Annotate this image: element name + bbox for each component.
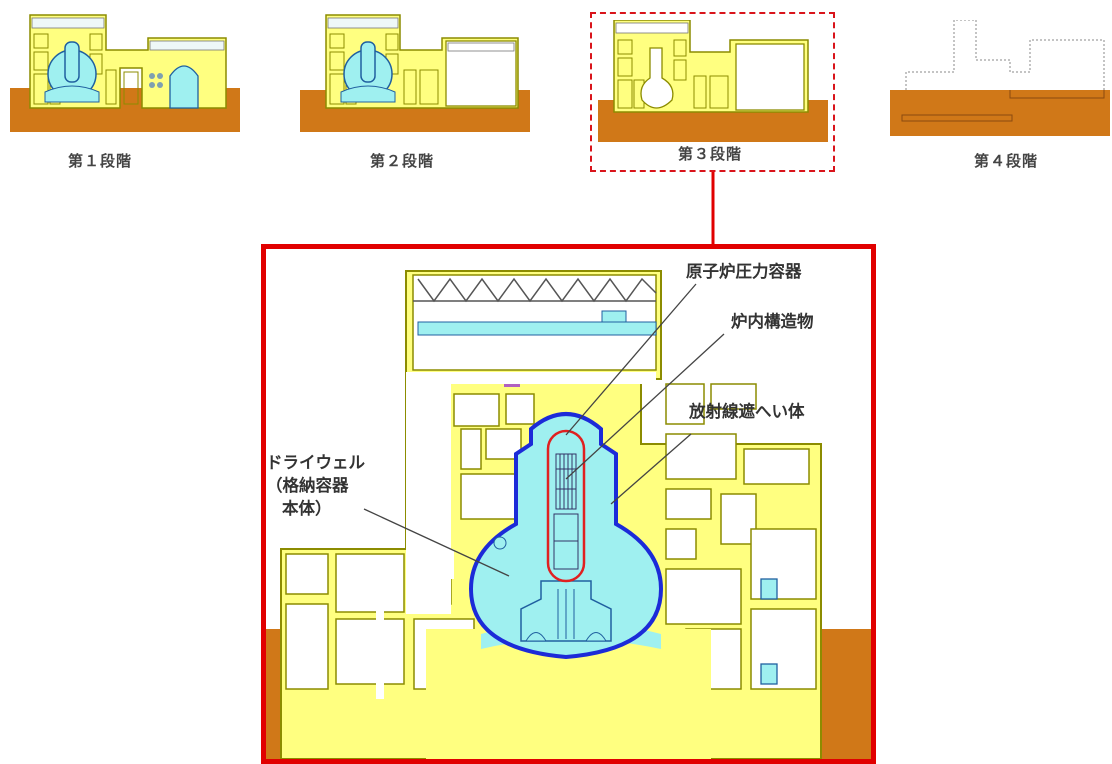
stage-3-label: 第３段階: [678, 145, 743, 163]
stage-2-diagram: 第２段階: [300, 10, 530, 170]
selected-stage-highlight: [590, 12, 835, 172]
stage-4-label: 第４段階: [974, 152, 1039, 170]
callout-drywell: ドライウェル （格納容器 本体）: [266, 452, 365, 520]
callout-reactor-internals: 炉内構造物: [731, 312, 814, 331]
stage-4-diagram: 第４段階: [890, 20, 1112, 170]
stage-1-label: 第１段階: [68, 152, 133, 170]
callout-reactor-pressure-vessel: 原子炉圧力容器: [686, 262, 802, 281]
callout-drywell-line-1: ドライウェル: [266, 453, 365, 472]
reactor-cross-section: [266, 270, 871, 759]
callout-drywell-line-2: （格納容器: [266, 475, 349, 495]
stage-1-diagram: 第１段階: [10, 10, 240, 170]
stage-2-label: 第２段階: [370, 152, 435, 170]
stage-3-diagram[interactable]: 第３段階: [598, 20, 828, 163]
callout-drywell-line-3: 本体）: [282, 498, 332, 518]
callout-radiation-shield: 放射線遮へい体: [689, 402, 805, 421]
stage-3-detail-frame: 原子炉圧力容器 炉内構造物 放射線遮へい体 ドライウェル （格納容器 本体）: [261, 244, 876, 764]
